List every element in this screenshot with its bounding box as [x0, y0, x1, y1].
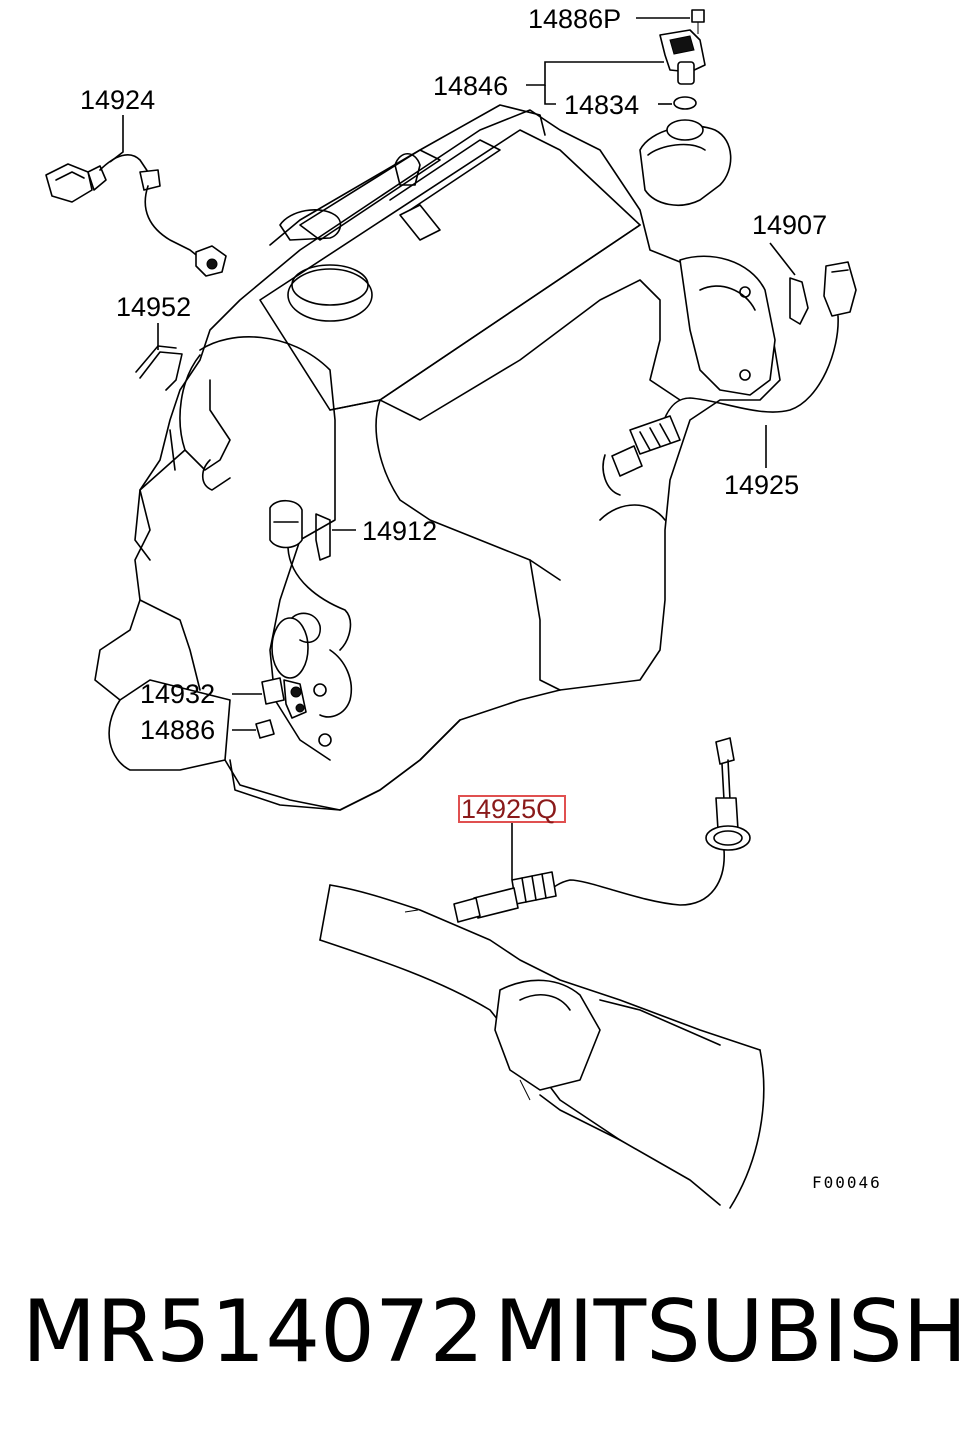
callout-14886: 14886 — [140, 715, 215, 745]
engine-block-drawing — [94, 104, 781, 811]
knock-sensor-harness-drawing — [45, 154, 227, 277]
callout-14925: 14925 — [724, 470, 799, 500]
callout-14907: 14907 — [752, 210, 827, 240]
exhaust-pipe-drawing — [319, 884, 765, 1209]
harness-bracket-drawing — [135, 345, 183, 391]
callout-14834: 14834 — [564, 90, 639, 120]
callout-labels: 14886P 14846 14834 14924 14907 14952 149… — [80, 4, 882, 1192]
part-number: MR514072 — [22, 1282, 485, 1382]
callout-14924: 14924 — [80, 85, 155, 115]
crank-angle-sensor-drawing — [659, 9, 706, 110]
callout-14886P: 14886P — [528, 4, 621, 34]
oxygen-sensor-lower-drawing — [453, 737, 751, 923]
callout-14912: 14912 — [362, 516, 437, 546]
leader-lines — [109, 17, 796, 880]
oxygen-sensor-upper-drawing — [611, 261, 857, 477]
product-caption: MR514072 MITSUBISHI — [0, 1282, 960, 1392]
callout-14952: 14952 — [116, 292, 191, 322]
highlight-box — [458, 795, 566, 823]
figure-code: F00046 — [812, 1173, 882, 1192]
exploded-parts-diagram: 14886P 14846 14834 14924 14907 14952 149… — [45, 4, 882, 1209]
callout-14846: 14846 — [433, 71, 508, 101]
brand-name: MITSUBISHI — [494, 1282, 960, 1382]
callout-14932: 14932 — [140, 679, 215, 709]
harness-connector-14912-drawing — [255, 499, 352, 739]
callout-14925Q-highlighted: 14925Q — [461, 794, 557, 824]
